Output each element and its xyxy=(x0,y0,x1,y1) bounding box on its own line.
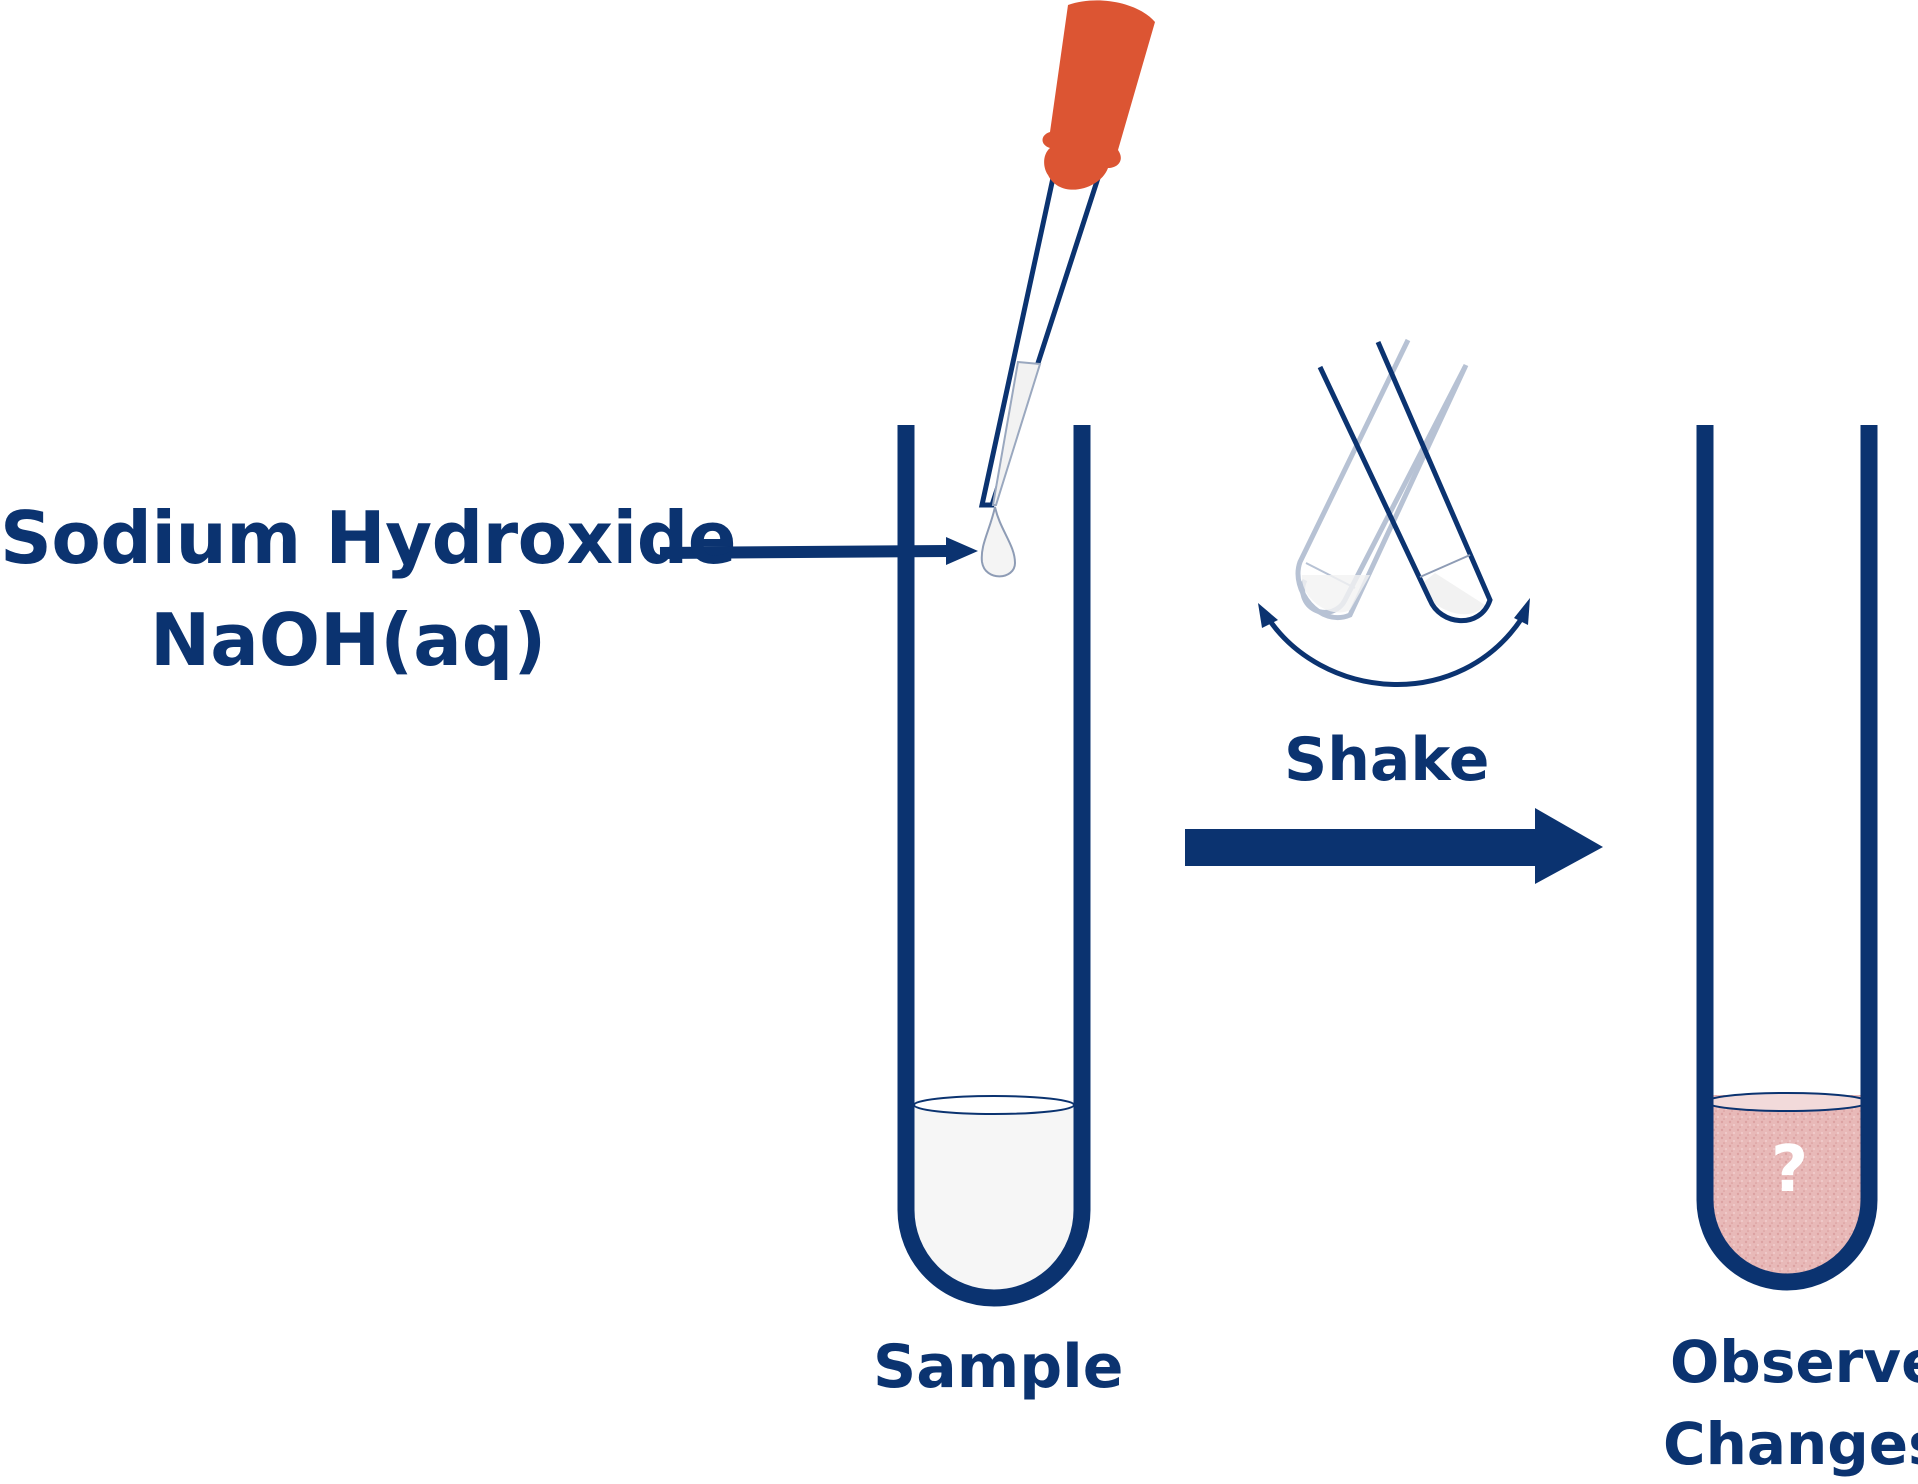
shake-arrow-left xyxy=(1258,603,1278,628)
dropper xyxy=(978,0,1155,578)
shake-motion-arc xyxy=(1263,613,1527,687)
shake-label: Shake xyxy=(1284,725,1490,795)
sample-label: Sample xyxy=(873,1332,1124,1402)
droplet xyxy=(980,506,1017,578)
observe-label: Observe xyxy=(1670,1328,1918,1396)
reagent-formula-label: NaOH(aq) xyxy=(150,598,547,682)
dropper-liquid xyxy=(991,360,1042,506)
shake-illustration xyxy=(1258,338,1530,687)
shaken-tube xyxy=(1317,341,1493,624)
ghost-tube xyxy=(1295,338,1469,620)
result-test-tube xyxy=(1696,425,1878,1291)
reagent-name-label: Sodium Hydroxide xyxy=(0,496,737,580)
changes-label: Changes xyxy=(1663,1410,1918,1478)
process-arrow xyxy=(1185,808,1603,884)
sample-meniscus xyxy=(913,1095,1075,1115)
result-tube-outline xyxy=(1696,425,1878,1291)
sample-liquid xyxy=(914,1100,1074,1290)
unknown-result-mark: ? xyxy=(1771,1133,1809,1207)
sample-test-tube xyxy=(897,425,1091,1307)
dropper-bulb xyxy=(1042,0,1155,190)
shake-arrow-right xyxy=(1514,598,1530,625)
sample-tube-outline xyxy=(897,425,1091,1307)
result-meniscus xyxy=(1705,1092,1869,1112)
